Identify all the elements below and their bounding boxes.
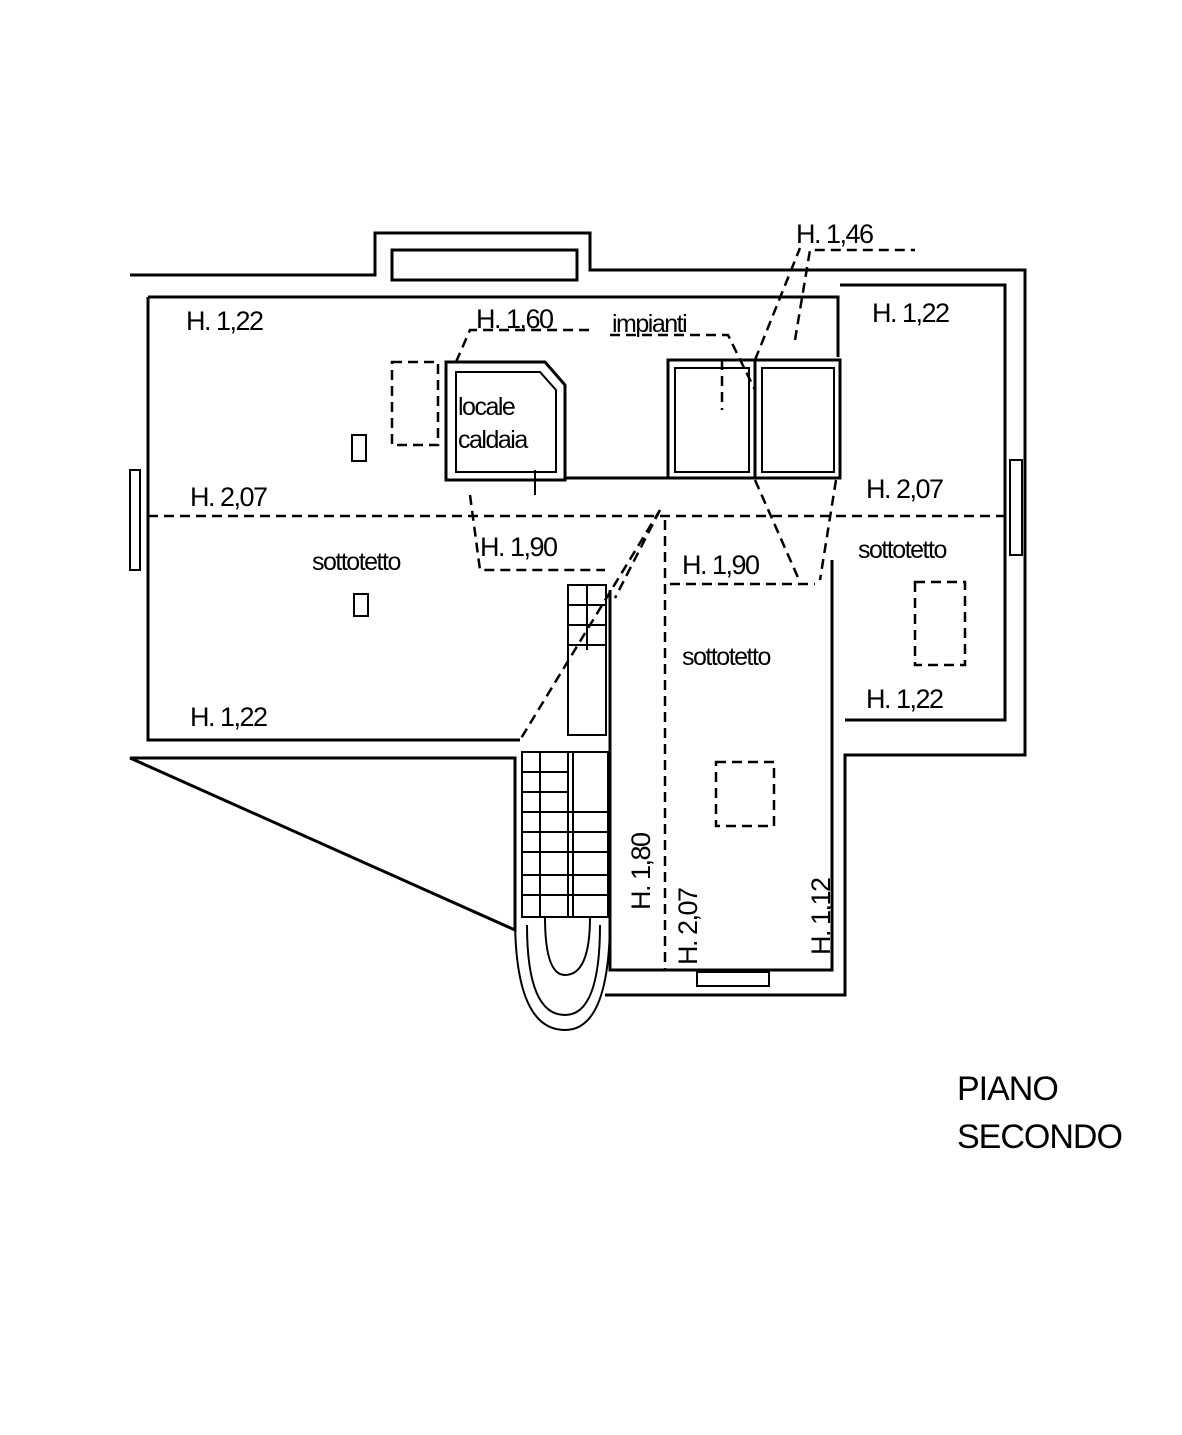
room-label-sottotetto-left: sottotetto [312,548,400,576]
window-left [129,469,141,571]
boiler-room-wall [444,360,567,482]
height-label: H. 1,22 [872,298,949,328]
height-label: H. 2,07 [190,482,267,512]
room-label-sottotetto-center: sottotetto [682,643,770,671]
height-label: H. 1,22 [186,306,263,336]
utility-room-2 [761,367,835,473]
plan-title-line2: SECONDO [957,1118,1122,1156]
height-label: H. 1,90 [480,532,557,562]
outer-wall [129,231,1027,997]
staircase [514,584,611,1032]
dashed-lines [390,247,967,970]
height-label: H. 1,46 [796,219,873,249]
boiler-room-inner [455,371,557,473]
roof-window [390,248,579,282]
utility-wall [565,358,842,480]
room-label-impianti: impianti [612,310,686,338]
height-label-vertical: H. 1,80 [626,833,656,910]
window-right [1009,459,1023,556]
plan-title-line1: PIANO [957,1070,1058,1108]
room-label-locale: locale [458,393,515,421]
inner-wall [146,283,1007,972]
height-label: H. 1,90 [682,550,759,580]
height-label: H. 1,22 [190,702,267,732]
height-label-vertical: H. 1,12 [806,878,836,955]
utility-room-1 [674,367,750,473]
room-label-caldaia: caldaia [458,426,528,454]
height-label: H. 1,60 [476,304,553,334]
height-label: H. 2,07 [866,474,943,504]
chimney-small-2 [353,593,369,617]
window-bottom [696,971,770,987]
height-label-vertical: H. 2,07 [673,888,703,965]
room-label-sottotetto-right: sottotetto [858,536,946,564]
chimney-small [351,434,367,462]
height-label: H. 1,22 [866,684,943,714]
